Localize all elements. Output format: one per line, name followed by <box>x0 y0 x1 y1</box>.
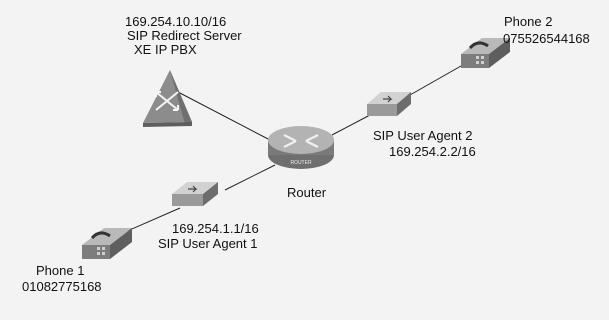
link-router-agent2 <box>331 114 371 136</box>
telephone-icon <box>461 38 510 68</box>
link-router-agent1 <box>224 164 276 191</box>
link-agent2-phone2 <box>409 61 469 96</box>
link-agent1-phone1 <box>124 207 181 233</box>
telephone-icon <box>82 228 132 259</box>
sip-agent-icon <box>172 182 218 206</box>
server-ip-label: 169.254.10.10/16 <box>125 14 227 29</box>
link-server-router <box>177 91 271 141</box>
agent1-label: SIP User Agent 1 <box>158 236 258 251</box>
phone2-label: Phone 2 <box>504 14 553 29</box>
router-label: Router <box>287 185 327 200</box>
phone1-number: 01082775168 <box>22 279 102 294</box>
agent2-ip-label: 169.254.2.2/16 <box>389 144 476 159</box>
agent2-label: SIP User Agent 2 <box>373 128 473 143</box>
pbx-server-icon <box>143 70 192 127</box>
router-icon-text: ROUTER <box>290 160 312 166</box>
phone2-number: 075526544168 <box>503 31 590 46</box>
phone1-label: Phone 1 <box>36 263 85 278</box>
sip-agent-icon <box>367 92 411 116</box>
agent1-ip-label: 169.254.1.1/16 <box>172 221 259 236</box>
server-name-label: XE IP PBX <box>134 42 197 57</box>
server-role-label: SIP Redirect Server <box>127 28 242 43</box>
router-icon: ROUTER <box>268 126 334 169</box>
